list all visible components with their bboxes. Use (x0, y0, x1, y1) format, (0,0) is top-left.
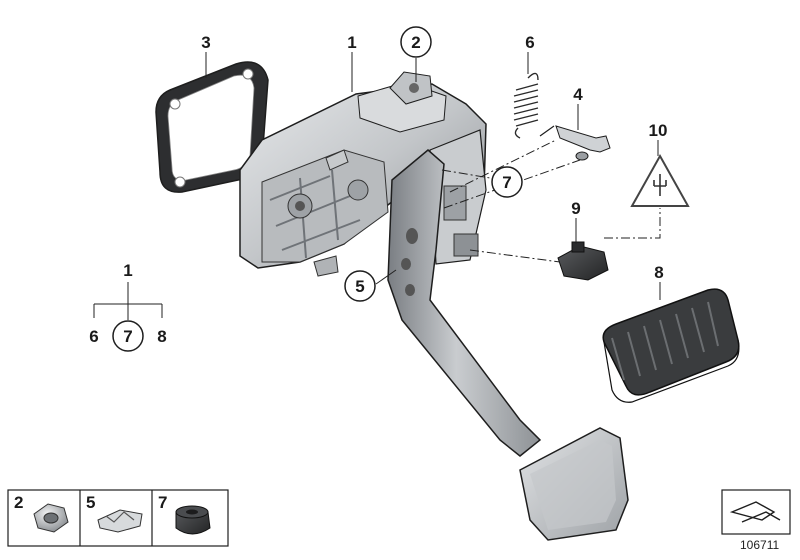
set-tree-top: 1 (123, 261, 132, 280)
pedal-bracket (239, 71, 487, 277)
legend-num-grommet: 7 (158, 493, 167, 512)
callout-spring: 6 (525, 33, 534, 52)
set-tree-left: 6 (89, 327, 98, 346)
return-spring (513, 72, 539, 139)
esd-warning-triangle (630, 153, 690, 207)
callout-nut: 2 (411, 33, 420, 52)
gasket-plate (155, 61, 269, 193)
orientation-arrow-icon (721, 489, 791, 535)
pedal-lever (387, 149, 629, 541)
legend-item-grommet: 7 (158, 493, 211, 535)
callout-pin: 4 (573, 85, 583, 104)
callout-cap: 7 (502, 173, 511, 192)
legend-strip: 2 5 7 (7, 489, 229, 547)
legend-item-nut: 2 (14, 493, 69, 533)
legend-item-clip: 5 (86, 493, 143, 533)
callout-pad: 8 (654, 263, 663, 282)
rubber-pedal-pad (602, 288, 740, 403)
legend-num-clip: 5 (86, 493, 95, 512)
callout-bracket: 1 (347, 33, 356, 52)
clevis-pin (539, 125, 611, 161)
callout-circle-grommet (344, 270, 376, 302)
set-tree: 1 6 7 8 (89, 261, 167, 352)
callout-grommet: 5 (355, 277, 364, 296)
leader-lines (205, 52, 661, 300)
callout-switch: 9 (571, 199, 580, 218)
callout-circle-cap (491, 166, 523, 198)
diagram-number: 106711 (740, 538, 780, 552)
set-tree-middle: 7 (123, 327, 132, 346)
set-tree-right: 8 (157, 327, 166, 346)
callout-warning: 10 (649, 121, 668, 140)
legend-num-nut: 2 (14, 493, 23, 512)
callout-circle-nut (400, 26, 432, 58)
callout-labels: 3 1 2 6 4 7 10 9 8 5 (201, 26, 668, 302)
pedal-switch (557, 241, 609, 281)
callout-gasket: 3 (201, 33, 210, 52)
